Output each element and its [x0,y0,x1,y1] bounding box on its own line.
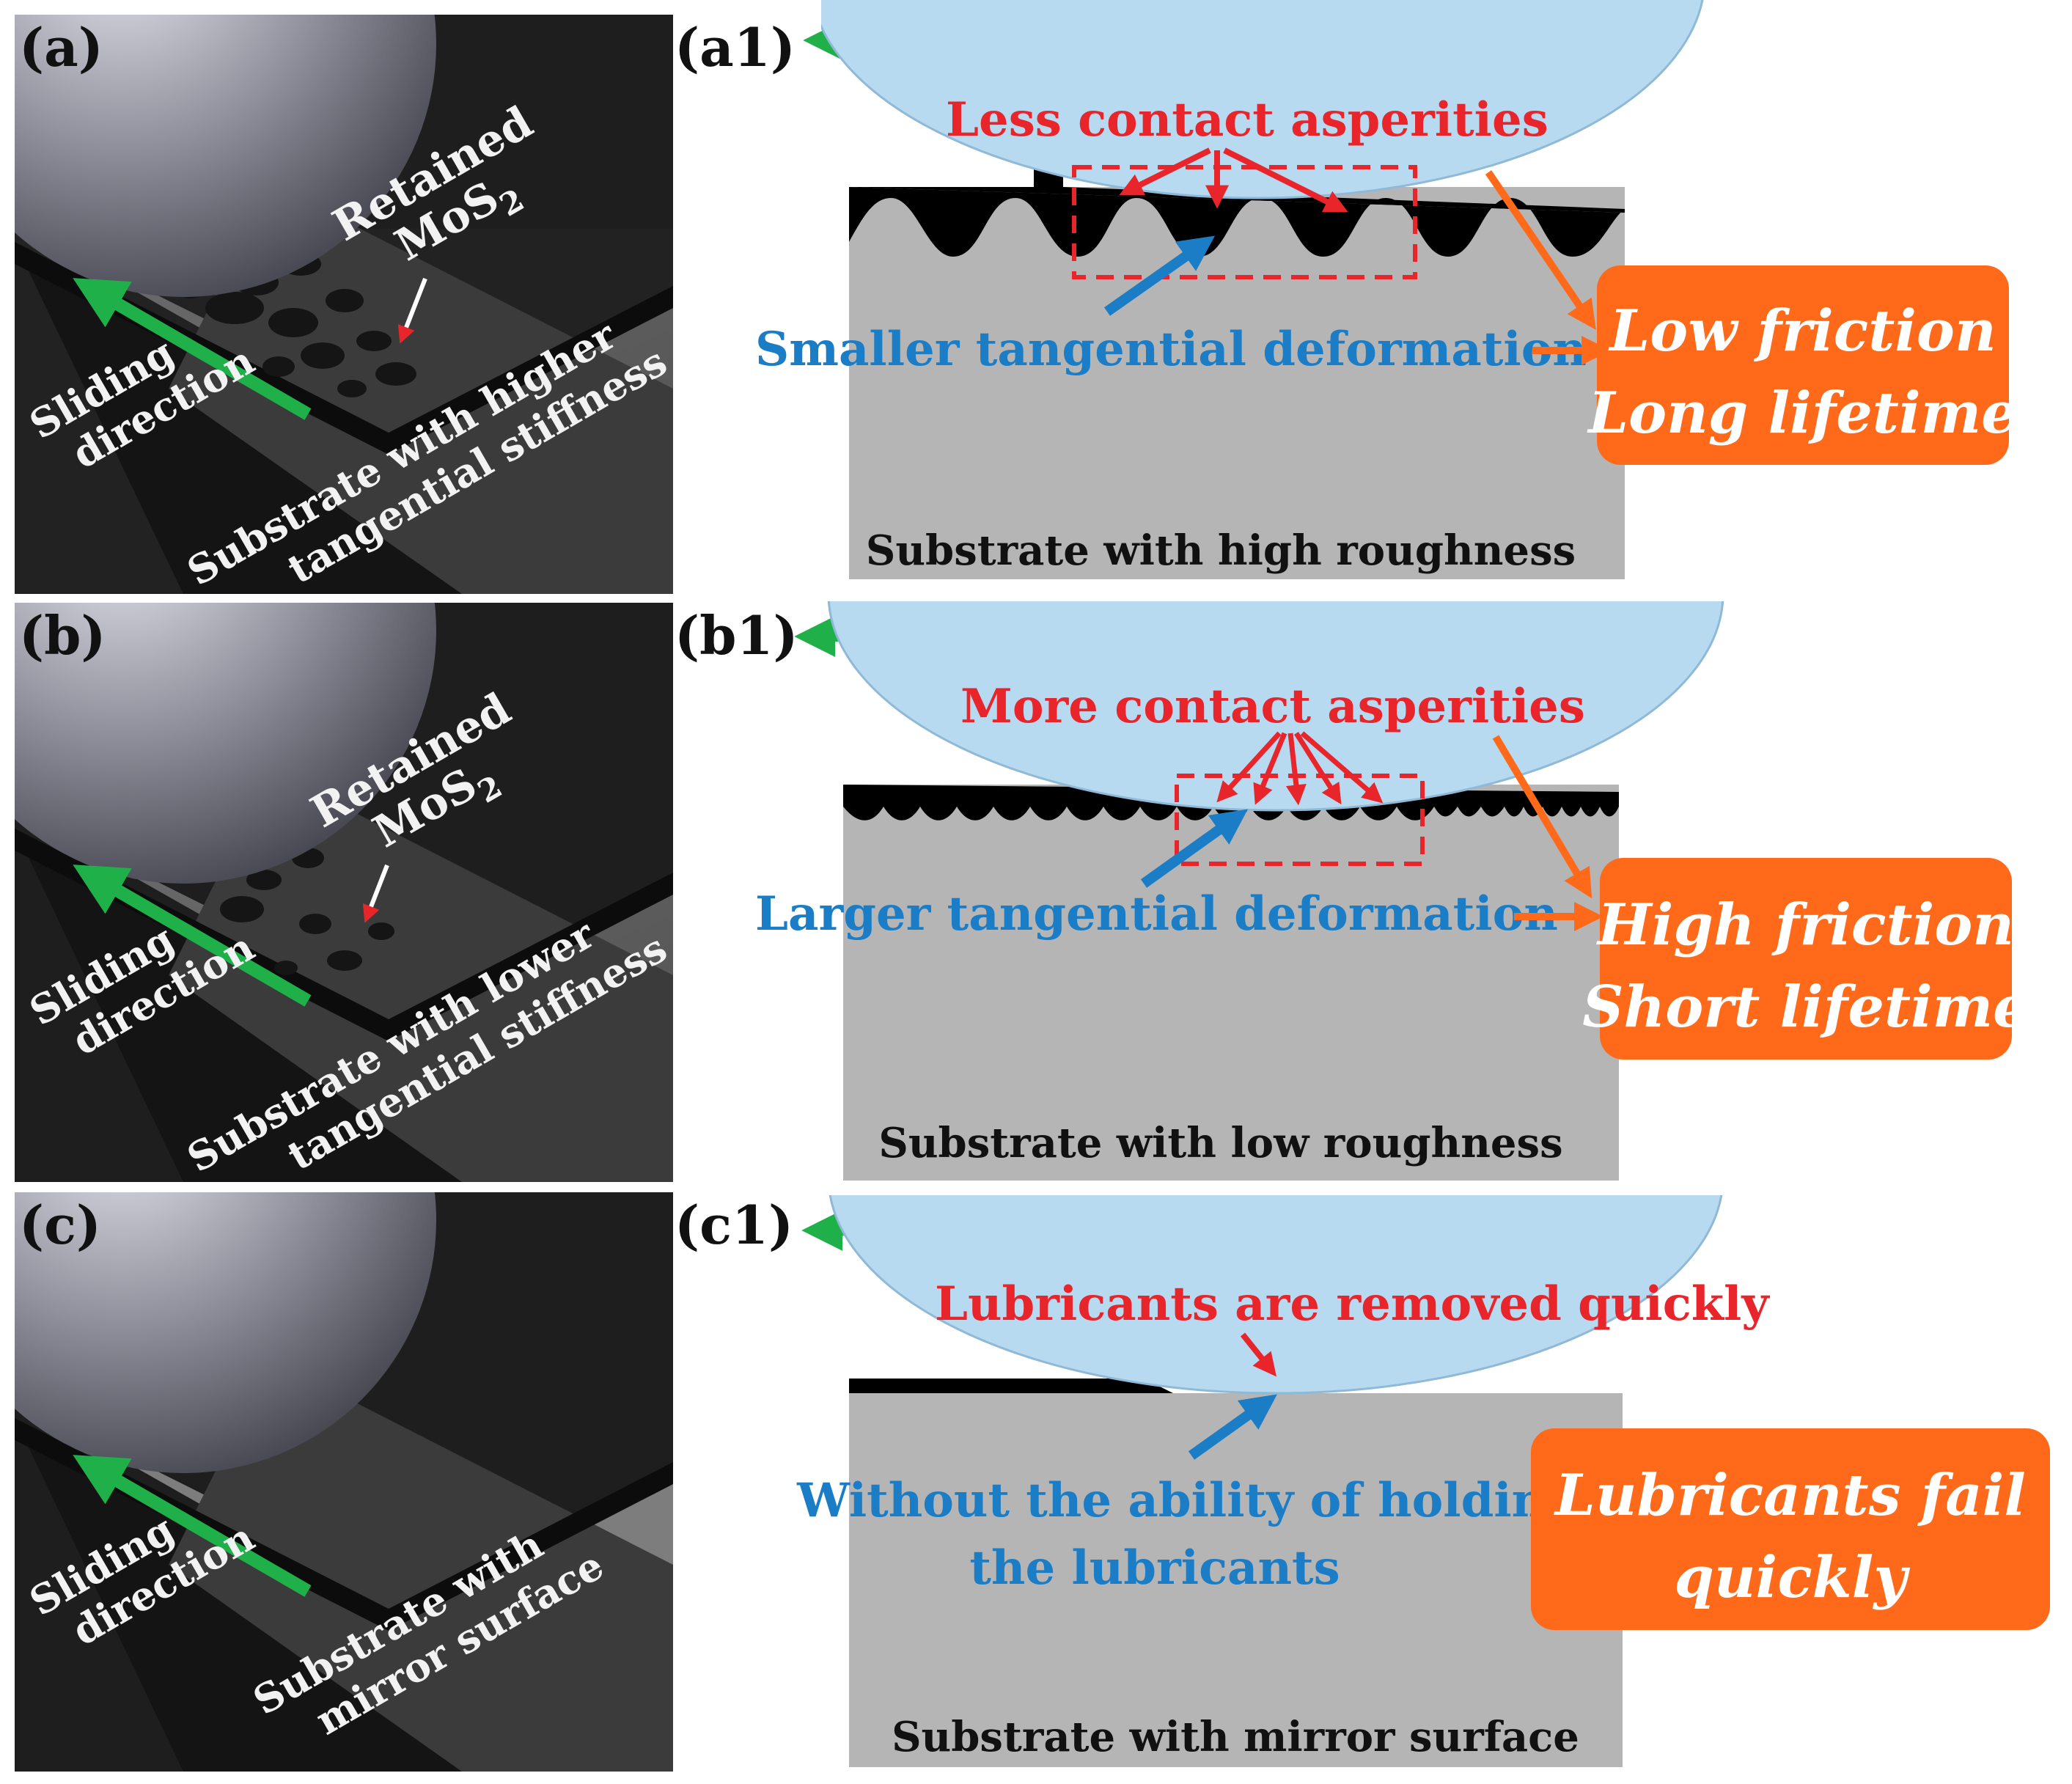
panel-b1: (b1) More contact asperities Larger tang… [675,601,2029,1181]
contact-result-arrow [1492,735,1592,899]
substrate-side [169,1359,673,1772]
contact-asperities-label: Less contact asperities [946,92,1549,147]
panel-label-b: (b) [19,604,106,667]
ball-cross-section [821,0,1704,199]
panel-c: Sliding direction Substrate with mirror … [15,1192,673,1772]
result-line-1: High friction [1596,892,2014,958]
contact-result-arrow [1485,170,1596,330]
panel-a1: (a1) Less contact asperities Smaller tan… [675,0,2018,579]
ball [15,15,436,297]
panel-a: Retained MoS2 Sliding direction Substrat… [15,15,673,594]
result-box [1597,265,2009,465]
step-edge [15,242,673,455]
removal-arrow [1240,1332,1276,1377]
mos2-pointer [362,864,389,923]
ball-cross-section [829,1195,1723,1395]
step-edge [15,1418,673,1631]
substrate-block [849,187,1625,579]
lubricant-top [849,160,1625,213]
contact-box [1072,165,1417,279]
substrate-caption: Substrate with low roughness [878,1119,1562,1167]
sliding-arrow [73,865,312,1007]
deformation-label: Larger tangential deformation [755,887,1558,941]
panel-b: Retained MoS2 Sliding direction Substrat… [15,603,673,1182]
panel-label-c: (c) [19,1194,101,1256]
substrate-side [169,770,673,1182]
contact-removed-label: Lubricants are removed quickly [935,1277,1770,1332]
result-box [1600,858,2012,1060]
asperity-arrows [1119,147,1348,213]
result-box [1531,1428,2050,1630]
step-edge [15,829,673,1041]
result-line-2: Short lifetime [1582,974,2029,1040]
result-line-1: Lubricants fail [1554,1462,2026,1529]
result-line-2: quickly [1674,1544,1910,1611]
panel-label-a1: (a1) [675,16,796,78]
lubricant-layer [849,187,1625,257]
lubricant-remnant [849,1366,1173,1393]
panel-c1: (c1) Lubricants are removed quickly With… [675,1194,2050,1767]
result-line-1: Low friction [1608,298,1996,364]
ball [15,1192,436,1473]
contact-box [1175,774,1425,866]
ball [15,603,436,884]
contact-asperities-label: More contact asperities [960,679,1585,734]
panel-label-c1: (c1) [675,1194,793,1256]
substrate-side [169,183,673,594]
deformation-arrow [1140,809,1248,888]
deformation-label: Smaller tangential deformation [755,322,1587,377]
sliding-arrow [73,1455,312,1597]
substrate-block [849,1393,1623,1767]
holding-label: Without the ability of holding [796,1473,1579,1528]
asperity-arrows [1216,731,1384,806]
substrate-caption: Substrate with mirror surface [892,1713,1579,1761]
deformation-arrow [1103,235,1216,316]
mos2-pointer [397,277,427,344]
ball-cross-section [827,601,1724,812]
substrate-caption: Substrate with high roughness [866,526,1576,575]
panel-label-a: (a) [19,16,103,78]
sliding-arrow [73,278,312,420]
holding-arrow [1188,1394,1277,1460]
result-line-2: Long lifetime [1587,380,2018,447]
substrate-block [843,785,1619,1181]
holding-label-2: the lubricants [969,1541,1340,1596]
panel-label-b1: (b1) [675,604,798,667]
